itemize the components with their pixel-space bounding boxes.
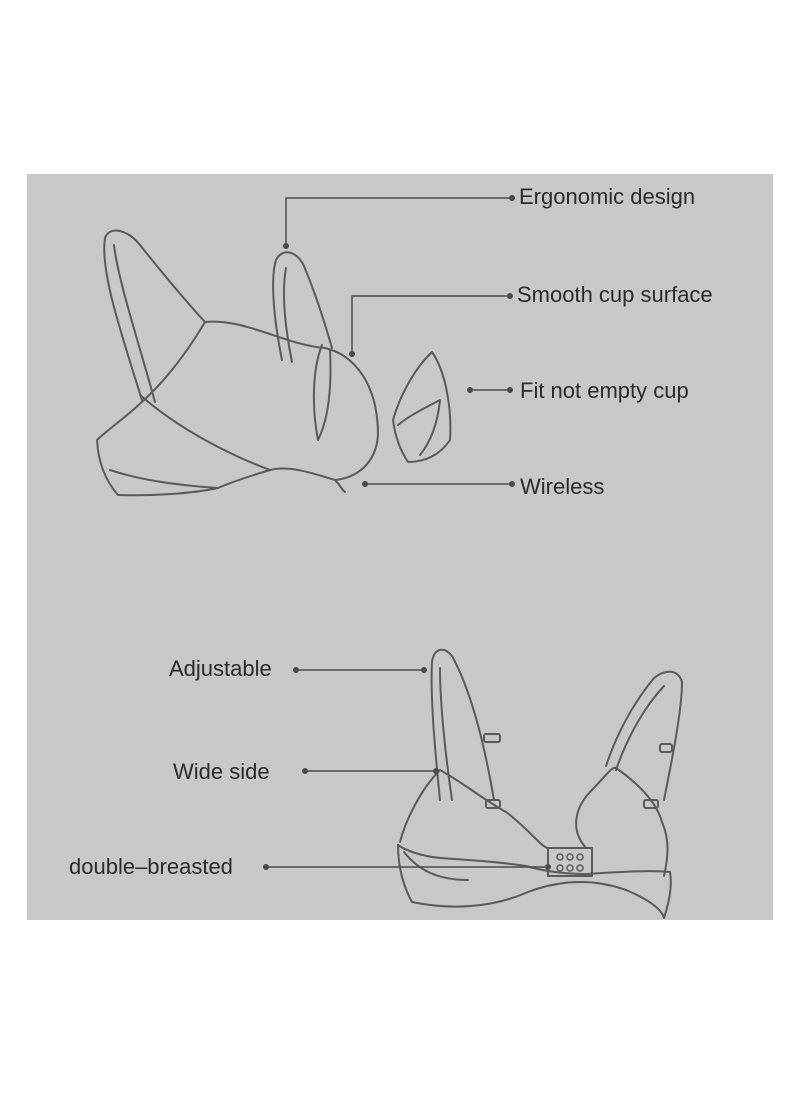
- hooks: [556, 853, 584, 872]
- cup-inner-fold: [312, 344, 332, 441]
- strap-ring-back: [485, 799, 501, 809]
- label-smooth-cup-surface: Smooth cup surface: [517, 282, 713, 307]
- left-cup: [399, 769, 549, 849]
- strap-slider-back: [483, 733, 501, 743]
- dot: [263, 864, 269, 870]
- dot: [421, 667, 427, 673]
- back-strap: [430, 648, 495, 801]
- top-callout-dots: [283, 195, 515, 487]
- band-outline: [96, 320, 379, 497]
- label-double-breasted: double–breasted: [69, 854, 233, 879]
- back-strap-inner: [439, 667, 453, 801]
- dot: [467, 387, 473, 393]
- dot: [349, 351, 355, 357]
- dot: [507, 293, 513, 299]
- dot: [283, 243, 289, 249]
- hook: [576, 853, 584, 861]
- dot: [433, 768, 439, 774]
- hook: [556, 853, 564, 861]
- side-view-bra: [96, 229, 379, 497]
- front-strap: [605, 670, 683, 801]
- hook: [566, 864, 574, 872]
- underband-seam: [109, 469, 219, 489]
- label-ergonomic-design: Ergonomic design: [519, 184, 696, 209]
- label-wide-side: Wide side: [173, 759, 270, 784]
- left-strap-inner: [113, 244, 156, 403]
- leader-smooth: [351, 295, 511, 355]
- hook: [566, 853, 574, 861]
- hook: [576, 864, 584, 872]
- dot: [509, 195, 515, 201]
- center-gore: [334, 479, 346, 493]
- label-adjustable: Adjustable: [169, 656, 272, 681]
- band-inner-left: [403, 851, 469, 881]
- label-fit-not-empty-cup: Fit not empty cup: [520, 378, 689, 403]
- dot: [293, 667, 299, 673]
- hook-eye-panel: [547, 847, 593, 877]
- leader-ergonomic: [285, 197, 513, 247]
- right-cup: [575, 766, 669, 877]
- dot: [362, 481, 368, 487]
- top-callouts: [285, 197, 513, 485]
- strap-slider-front: [659, 743, 673, 753]
- label-wireless: Wireless: [520, 474, 605, 499]
- band: [397, 844, 672, 919]
- cup-seam-left: [139, 394, 271, 471]
- front-strap-inner: [615, 685, 665, 771]
- bottom-callouts: [265, 669, 549, 868]
- foam-pad: [392, 351, 452, 463]
- bottom-callout-dots: [263, 667, 551, 870]
- dot: [507, 387, 513, 393]
- left-strap: [103, 229, 206, 401]
- front-view-bra: [397, 648, 683, 919]
- right-strap: [272, 251, 333, 361]
- dot: [509, 481, 515, 487]
- hook: [556, 864, 564, 872]
- right-strap-inner: [283, 267, 293, 363]
- dot: [545, 864, 551, 870]
- diagram-panel: [27, 174, 773, 920]
- dot: [302, 768, 308, 774]
